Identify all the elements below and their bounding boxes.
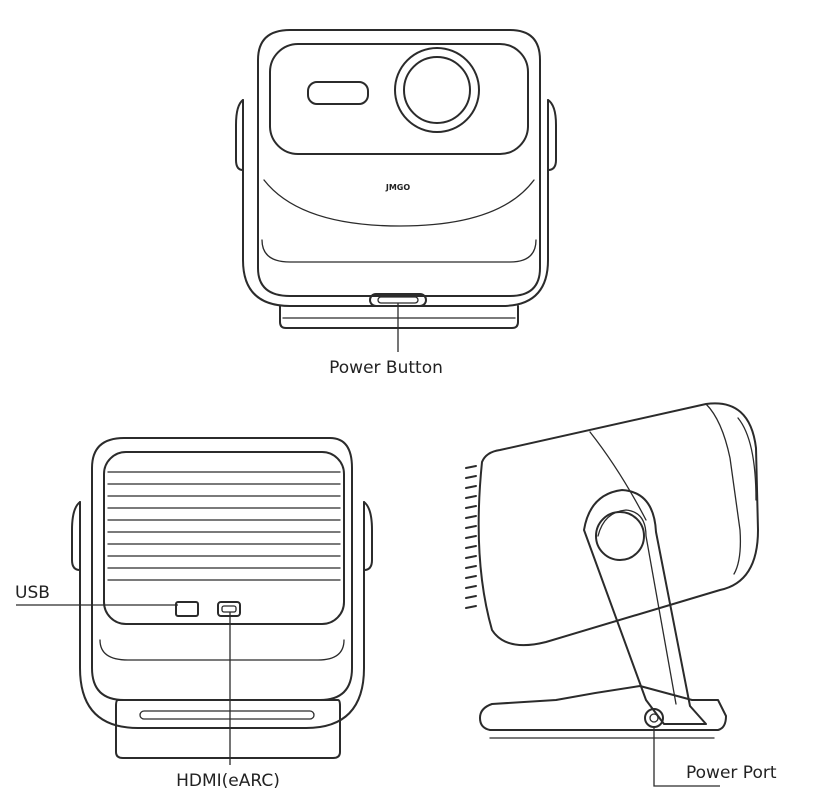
usb-port[interactable] <box>176 602 198 616</box>
front-left-arm <box>236 100 243 170</box>
power-port-label: Power Port <box>686 763 777 783</box>
hdmi-port[interactable] <box>218 602 240 616</box>
front-right-arm <box>548 100 556 170</box>
side-view <box>466 403 758 738</box>
power-button-label: Power Button <box>329 358 443 378</box>
lens-inner <box>404 57 470 123</box>
hdmi-label: HDMI(eARC) <box>176 771 280 791</box>
vent-slats <box>108 472 340 580</box>
side-body <box>479 403 758 645</box>
usb-label: USB <box>15 583 50 603</box>
front-stand <box>243 100 548 306</box>
rear-view <box>72 438 372 758</box>
brand-logo: JMGO <box>385 183 411 192</box>
sensor-window <box>308 82 368 104</box>
lens-outer <box>395 48 479 132</box>
rear-body <box>92 438 352 700</box>
front-base <box>280 306 518 328</box>
side-vent-fins <box>466 466 476 608</box>
rear-vent-panel <box>104 452 344 624</box>
rear-left-arm <box>72 502 80 570</box>
side-pivot <box>596 512 644 560</box>
front-view: JMGO <box>236 30 556 328</box>
rear-right-arm <box>364 502 372 570</box>
